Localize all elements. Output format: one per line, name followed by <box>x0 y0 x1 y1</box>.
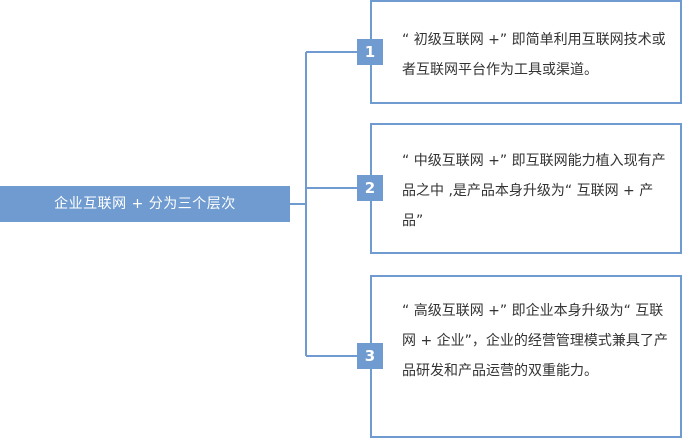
level-badge-2: 2 <box>357 175 383 201</box>
root-node-label: 企业互联网 + 分为三个层次 <box>54 196 236 212</box>
level-number-2: 2 <box>364 179 376 197</box>
level-box-3: “ 高级互联网 +” 即企业本身升级为“ 互联网 + 企业”，企业的经营管理模式… <box>370 275 682 438</box>
level-badge-1: 1 <box>357 39 383 65</box>
level-box-1: “ 初级互联网 +” 即简单利用互联网技术或者互联网平台作为工具或渠道。 <box>370 0 682 104</box>
level-badge-3: 3 <box>357 343 383 369</box>
level-text-1: “ 初级互联网 +” 即简单利用互联网技术或者互联网平台作为工具或渠道。 <box>402 32 666 78</box>
level-number-3: 3 <box>364 347 376 365</box>
level-number-1: 1 <box>364 43 376 61</box>
level-text-3: “ 高级互联网 +” 即企业本身升级为“ 互联网 + 企业”，企业的经营管理模式… <box>402 303 668 379</box>
level-box-2: “ 中级互联网 +” 即互联网能力植入现有产品之中 ,是产品本身升级为“ 互联网… <box>370 123 682 254</box>
level-text-2: “ 中级互联网 +” 即互联网能力植入现有产品之中 ,是产品本身升级为“ 互联网… <box>402 153 666 229</box>
root-node: 企业互联网 + 分为三个层次 <box>0 186 290 222</box>
